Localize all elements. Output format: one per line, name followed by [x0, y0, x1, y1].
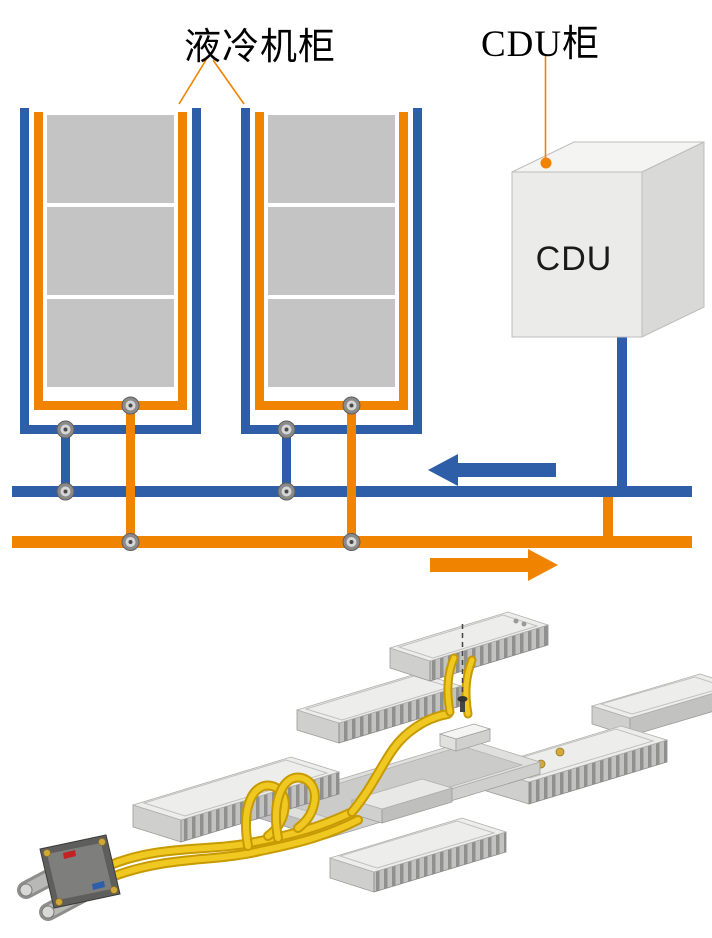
orange-drop-pipe [347, 401, 356, 548]
coldplate-module-top-center [388, 611, 550, 682]
cdu-front-face [511, 171, 643, 338]
coupling-dots [56, 396, 361, 551]
server-block [47, 115, 174, 203]
server-block [268, 115, 395, 203]
cabinet-leader-line-1 [178, 59, 207, 105]
coldplate-module-bottom [328, 817, 508, 893]
coupling-dot [277, 420, 296, 439]
module-top-face [328, 817, 508, 873]
server-block [47, 299, 174, 387]
leader-lines [178, 56, 552, 169]
screw-insertion-guide [457, 624, 468, 712]
coldplate-module-upper-left [295, 672, 463, 744]
coldplate-module-far-right [590, 673, 712, 737]
orange-pipe-right [178, 112, 187, 410]
screw-head [457, 696, 468, 702]
orange-pipe-bottom [255, 401, 408, 410]
gold-screw-icon [110, 886, 118, 894]
quick-connect-assembly [17, 834, 121, 921]
cooling-cabinet-2 [241, 108, 422, 434]
module-top-face [388, 611, 550, 662]
tray-recess [276, 745, 524, 822]
orange-pipe-left [34, 112, 43, 410]
module-top-face [295, 672, 463, 724]
module-top-inset [142, 759, 329, 817]
module-top-inset [599, 676, 712, 715]
port-hole [513, 618, 519, 624]
hose-bundle [103, 807, 363, 882]
coolant-hoses [103, 653, 477, 882]
blue-drop-pipe [282, 425, 291, 497]
inner-block-top [350, 778, 454, 810]
cdu-orange-pipe [603, 497, 613, 547]
module-top-face [131, 756, 341, 821]
port-hole [521, 621, 527, 627]
module-top-inset [338, 820, 496, 869]
cdu-box: CDU [511, 141, 705, 338]
flow-schematic: CDU [12, 56, 705, 581]
coupling-face-2 [41, 905, 55, 919]
flow-right-arrow-icon [430, 549, 558, 581]
coldplate-module-far-left [131, 756, 341, 843]
blue-pipe-right [192, 108, 201, 434]
cdu-leader-dot [540, 157, 552, 169]
orange-pipe-left [255, 112, 264, 410]
blue-pipe-left [241, 108, 250, 434]
coldplate-illustration [17, 611, 712, 921]
blue-drop-pipe [61, 425, 70, 497]
server-block [268, 207, 395, 295]
gold-screw-icon [43, 849, 51, 857]
blue-marker [92, 881, 105, 890]
blue-pipe-left [20, 108, 29, 434]
screw-shaft [460, 700, 465, 712]
cabinet-leader-line-2 [212, 59, 245, 105]
cdu-box-label: CDU [536, 240, 613, 278]
cdu-right-face [641, 141, 705, 338]
cdu-blue-pipe [617, 337, 627, 497]
coupling-dot [56, 420, 75, 439]
module-top-inset [397, 614, 539, 659]
blue-pipe-right [413, 108, 422, 434]
module-top-face [590, 673, 712, 719]
coupling-dot [342, 533, 361, 551]
blue-pipe-bottom [241, 425, 422, 434]
cooling-cabinet-1 [20, 108, 201, 434]
server-block [268, 299, 395, 387]
coupling-dot [56, 482, 75, 501]
cdu-cabinet-label: CDU柜 [481, 24, 601, 65]
white-connector-top [438, 723, 492, 740]
coupling-dot [277, 482, 296, 501]
blue-pipe-bottom [20, 425, 201, 434]
red-marker [63, 850, 76, 859]
coupling-dot [342, 396, 361, 415]
hose-loop-left [240, 772, 320, 851]
orange-drop-pipe [126, 401, 135, 548]
gold-screw-icon [55, 898, 63, 906]
coupling-face-1 [19, 883, 33, 897]
server-block [47, 207, 174, 295]
gold-screw-icon [555, 747, 565, 757]
hose-top-tubes [443, 653, 477, 719]
gold-screw-icon [98, 838, 106, 846]
coupling-dot [121, 396, 140, 415]
orange-pipe-bottom [34, 401, 187, 410]
hose-riser-center [347, 709, 453, 817]
flow-left-arrow-icon [428, 454, 556, 486]
orange-pipe-right [399, 112, 408, 410]
cabinet-label: 液冷机柜 [184, 27, 336, 68]
coupling-dot [121, 533, 140, 551]
